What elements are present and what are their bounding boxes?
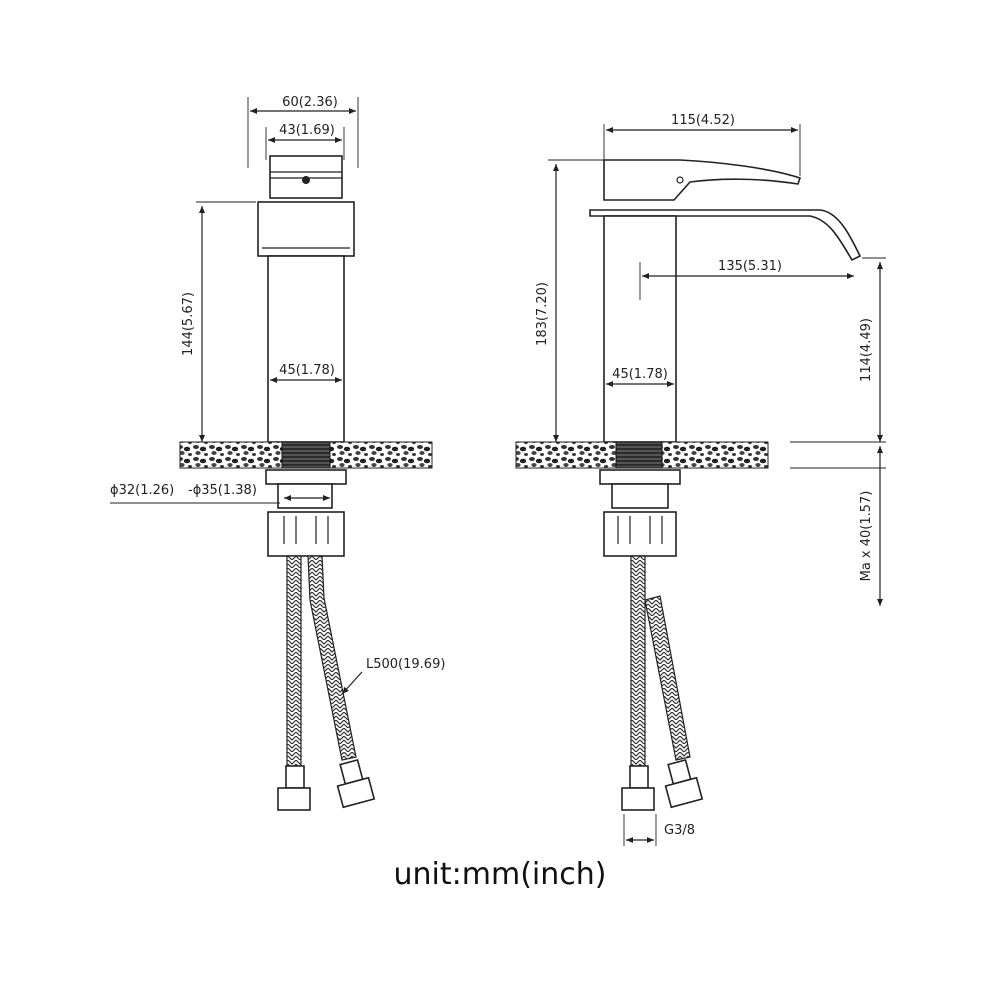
side-nut-top (599, 469, 681, 485)
shank-label-a: ϕ32(1.26) (110, 483, 174, 498)
side-hose-left (630, 555, 646, 771)
handle-width-label: 43(1.69) (279, 123, 335, 138)
side-shank-thread (615, 441, 663, 469)
thread-label: G3/8 (664, 823, 695, 838)
front-body-width-label: 45(1.78) (279, 363, 335, 378)
side-spout (589, 209, 862, 262)
spout-reach-label: 135(5.31) (718, 259, 782, 274)
deck-thickness-label: Ma x 40(1.57) (859, 491, 874, 582)
hose-length-label: L500(19.69) (366, 657, 445, 672)
side-left-fitting (629, 765, 649, 789)
hose-length-leader (341, 671, 363, 695)
handle-length-label: 115(4.52) (671, 113, 735, 128)
handle-screw-icon (302, 176, 310, 184)
side-hose-right (644, 595, 691, 761)
top-width-label: 60(2.36) (282, 95, 338, 110)
spout-height-label: 114(4.49) (859, 318, 874, 382)
front-body-column (267, 255, 345, 443)
front-right-nut (336, 776, 376, 809)
side-handle-lever (603, 159, 802, 201)
side-shank (611, 483, 669, 509)
side-view: 115(4.52) 183(7.20) 135(5.31) 45(1.78) 1… (515, 113, 886, 846)
side-mounting-nut (603, 511, 677, 557)
unit-caption: unit:mm(inch) (394, 857, 607, 892)
front-handle-cap (269, 155, 343, 199)
front-hose-left (286, 555, 302, 771)
side-body-width-label: 45(1.78) (612, 367, 668, 382)
front-mounting-nut (267, 511, 345, 557)
front-left-fitting (285, 765, 305, 789)
front-shank (277, 483, 333, 509)
side-right-nut (664, 776, 704, 809)
side-left-nut (621, 787, 655, 811)
front-hose-right (307, 555, 357, 761)
front-left-nut (277, 787, 311, 811)
front-shank-thread (281, 441, 331, 469)
front-nut-top (265, 469, 347, 485)
front-height-label: 144(5.67) (181, 292, 196, 356)
side-height-label: 183(7.20) (535, 282, 550, 346)
shank-label-b: -ϕ35(1.38) (188, 483, 257, 498)
side-body-column (603, 215, 677, 443)
front-view: 60(2.36) 43(1.69) 144(5.67) 45(1.78) ϕ32… (110, 95, 445, 811)
